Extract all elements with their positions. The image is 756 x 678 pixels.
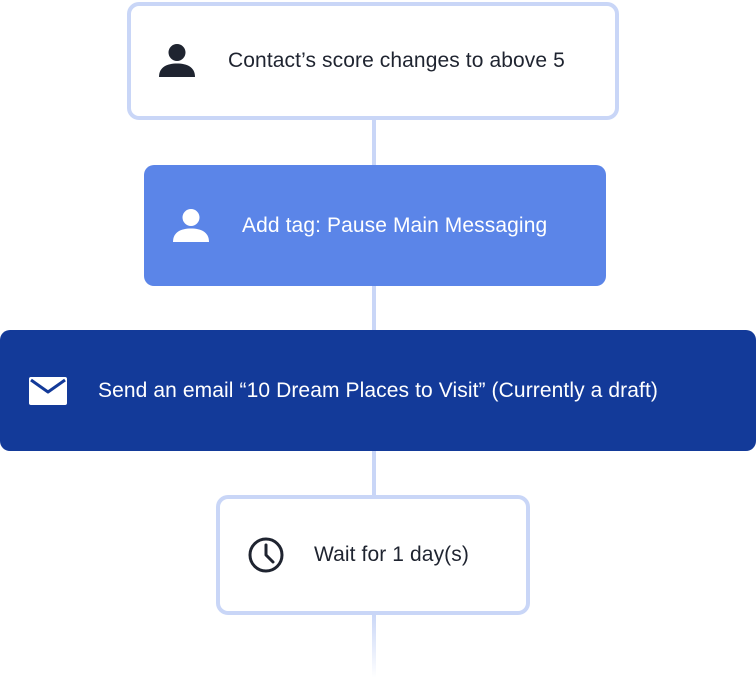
connector-line xyxy=(372,118,376,167)
step-label: Contact’s score changes to above 5 xyxy=(228,49,565,72)
add-tag-action-node[interactable]: Add tag: Pause Main Messaging xyxy=(144,165,606,286)
step-label: Send an email “10 Dream Places to Visit”… xyxy=(98,378,658,402)
connector-line xyxy=(372,284,376,332)
person-icon xyxy=(157,41,197,81)
clock-icon xyxy=(246,535,286,575)
send-email-action-node[interactable]: Send an email “10 Dream Places to Visit”… xyxy=(0,330,756,451)
wait-action-node[interactable]: Wait for 1 day(s) xyxy=(216,495,530,615)
trigger-node[interactable]: Contact’s score changes to above 5 xyxy=(127,2,619,120)
step-label: Wait for 1 day(s) xyxy=(314,543,469,566)
connector-line-continuation xyxy=(372,613,376,678)
step-label: Add tag: Pause Main Messaging xyxy=(242,213,548,237)
person-icon xyxy=(171,206,211,246)
envelope-icon xyxy=(28,376,68,406)
connector-line xyxy=(372,449,376,497)
